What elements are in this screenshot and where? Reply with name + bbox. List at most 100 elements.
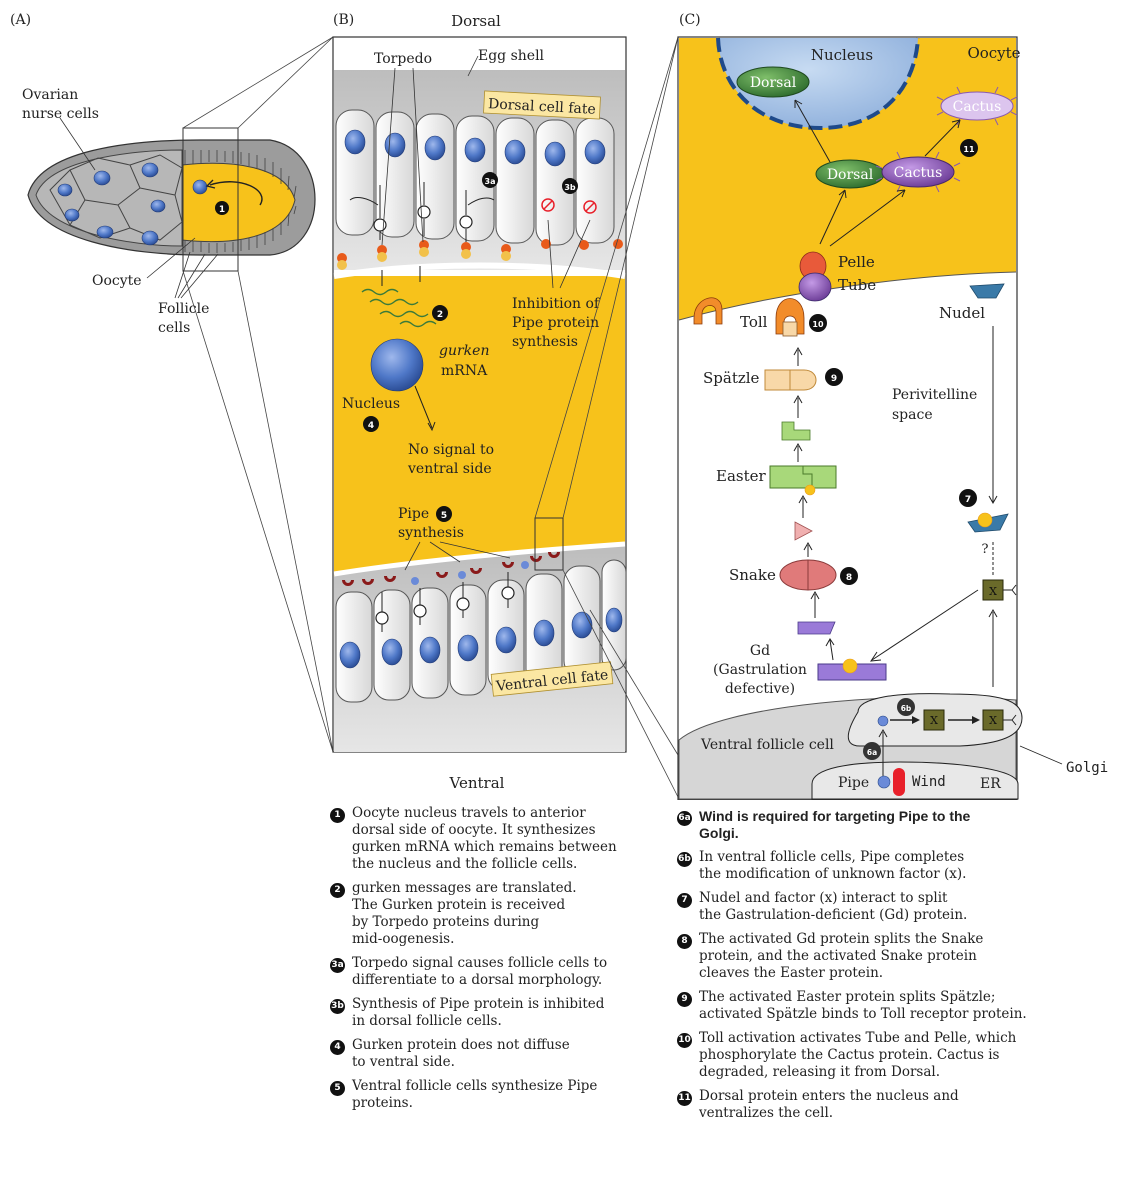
marker-4: 4 — [368, 421, 374, 431]
legend-text-line: activated Spätzle binds to Toll receptor… — [699, 1006, 1097, 1023]
oocyte-a-label: Oocyte — [92, 273, 142, 289]
er-label: ER — [980, 776, 1001, 792]
oocyte-nucleus — [371, 339, 423, 391]
legend-step-number: 8 — [677, 934, 692, 949]
legend-text-line: Ventral follicle cells synthesize Pipe — [352, 1078, 650, 1095]
snake-label: Snake — [729, 566, 776, 584]
diagram-svg: (A) Ovarian nurse cells 1 — [0, 0, 1125, 800]
inhibition-line3: synthesis — [512, 334, 578, 350]
legend-step-number: 3a — [330, 958, 345, 973]
follicle-leaders — [175, 252, 218, 298]
nucleus-c-label: Nucleus — [811, 46, 873, 64]
gd-label-line2: (Gastrulation — [713, 662, 807, 678]
legend-item: 7Nudel and factor (x) interact to splitt… — [677, 890, 1097, 924]
legend-left: 1Oocyte nucleus travels to anteriordorsa… — [330, 805, 650, 1119]
marker-2: 2 — [437, 310, 443, 320]
legend-text-line: The activated Easter protein splits Spät… — [699, 989, 1097, 1006]
legend-text-line: in dorsal follicle cells. — [352, 1013, 650, 1030]
marker-3b: 3b — [564, 183, 576, 192]
legend-text-line: the Gastrulation-deficient (Gd) protein. — [699, 907, 1097, 924]
legend-item: 6bIn ventral follicle cells, Pipe comple… — [677, 849, 1097, 883]
legend-text-line: Gurken protein does not diffuse — [352, 1037, 650, 1054]
gurken-label: gurken — [439, 343, 489, 359]
inhibition-line1: Inhibition of — [512, 296, 601, 312]
legend-text-line: Toll activation activates Tube and Pelle… — [699, 1030, 1097, 1047]
ovarian-label-line1: Ovarian — [22, 87, 78, 103]
legend-text-line: Golgi. — [699, 825, 1097, 842]
legend-text-line: gurken mRNA which remains between — [352, 839, 650, 856]
pipe-c-label: Pipe — [838, 775, 869, 791]
pipe-synthesis-line1: Pipe — [398, 506, 429, 522]
spatzle-label: Spätzle — [703, 369, 760, 387]
legend-text-line: Oocyte nucleus travels to anterior — [352, 805, 650, 822]
pipe-er — [878, 776, 890, 788]
golgi-label: Golgi — [1066, 760, 1108, 776]
golgi-leader — [1020, 746, 1062, 764]
legend-step-number: 2 — [330, 883, 345, 898]
marker-5: 5 — [441, 511, 447, 521]
legend-text-line: cleaves the Easter protein. — [699, 965, 1097, 982]
cactus-degraded-label: Cactus — [953, 99, 1002, 115]
legend-text-line: mid-oogenesis. — [352, 931, 650, 948]
marker-7: 7 — [965, 495, 971, 505]
pipe-golgi — [878, 716, 888, 726]
gd-label-line1: Gd — [750, 643, 770, 659]
mrna-label: mRNA — [441, 363, 488, 379]
legend-text-line: Torpedo signal causes follicle cells to — [352, 955, 650, 972]
legend-item: 8The activated Gd protein splits the Sna… — [677, 931, 1097, 982]
nucleus-b-label: Nucleus — [342, 396, 400, 412]
legend-item: 3b Synthesis of Pipe protein is inhibited… — [330, 996, 650, 1030]
legend-text-line: differentiate to a dorsal morphology. — [352, 972, 650, 989]
legend-text-line: protein, and the activated Snake protein — [699, 948, 1097, 965]
legend-text-line: proteins. — [352, 1095, 650, 1112]
easter-label: Easter — [716, 467, 766, 485]
dorsal-label: Dorsal — [451, 12, 501, 30]
marker-10: 10 — [812, 320, 824, 329]
legend-text-line: Dorsal protein enters the nucleus and — [699, 1088, 1097, 1105]
legend-text-line: the nucleus and the follicle cells. — [352, 856, 650, 873]
follicle-label-line2: cells — [158, 320, 190, 336]
legend-text-line: Synthesis of Pipe protein is inhibited — [352, 996, 650, 1013]
wind-shape — [893, 768, 905, 796]
inhibition-line2: Pipe protein — [512, 315, 599, 331]
legend-step-number: 9 — [677, 992, 692, 1007]
torpedo-label: Torpedo — [374, 51, 432, 67]
legend-step-number: 4 — [330, 1040, 345, 1055]
no-signal-line1: No signal to — [408, 442, 494, 458]
question-mark: ? — [982, 542, 989, 557]
legend-item: 9 The activated Easter protein splits Spä… — [677, 989, 1097, 1023]
legend-text-line: Nudel and factor (x) interact to split — [699, 890, 1097, 907]
factor-x-label: X — [930, 714, 938, 727]
gd-fragment — [798, 622, 835, 634]
panel-a-label: (A) — [10, 12, 31, 28]
dorsal-cyt-label: Dorsal — [827, 167, 874, 183]
factor-x-active-label: X — [989, 585, 997, 598]
perivitelline-line1: Perivitelline — [892, 387, 977, 403]
marker-1-a: 1 — [219, 205, 225, 215]
legend-text-line: ventralizes the cell. — [699, 1105, 1097, 1122]
tube-label: Tube — [838, 276, 876, 294]
legend-step-number: 3b — [330, 999, 345, 1014]
legend-item: 6aWind is required for targeting Pipe to… — [677, 808, 1097, 842]
legend-text-line: the modification of unknown factor (x). — [699, 866, 1097, 883]
tube — [799, 273, 831, 301]
marker-6b: 6b — [901, 704, 912, 713]
legend-text-line: gurken messages are translated. — [352, 880, 650, 897]
legend-step-number: 11 — [677, 1091, 692, 1106]
gd-label-line3: defective) — [725, 681, 795, 697]
pelle-label: Pelle — [838, 253, 875, 271]
marker-6a: 6a — [867, 748, 877, 757]
spatzle-bound — [783, 322, 797, 336]
oocyte-c-label: Oocyte — [967, 44, 1020, 62]
legend-step-number: 5 — [330, 1081, 345, 1096]
legend-text-line: In ventral follicle cells, Pipe complete… — [699, 849, 1097, 866]
toll-label: Toll — [740, 313, 768, 331]
follicle-label-line1: Follicle — [158, 301, 209, 317]
egg-chamber: 1 — [28, 140, 315, 255]
